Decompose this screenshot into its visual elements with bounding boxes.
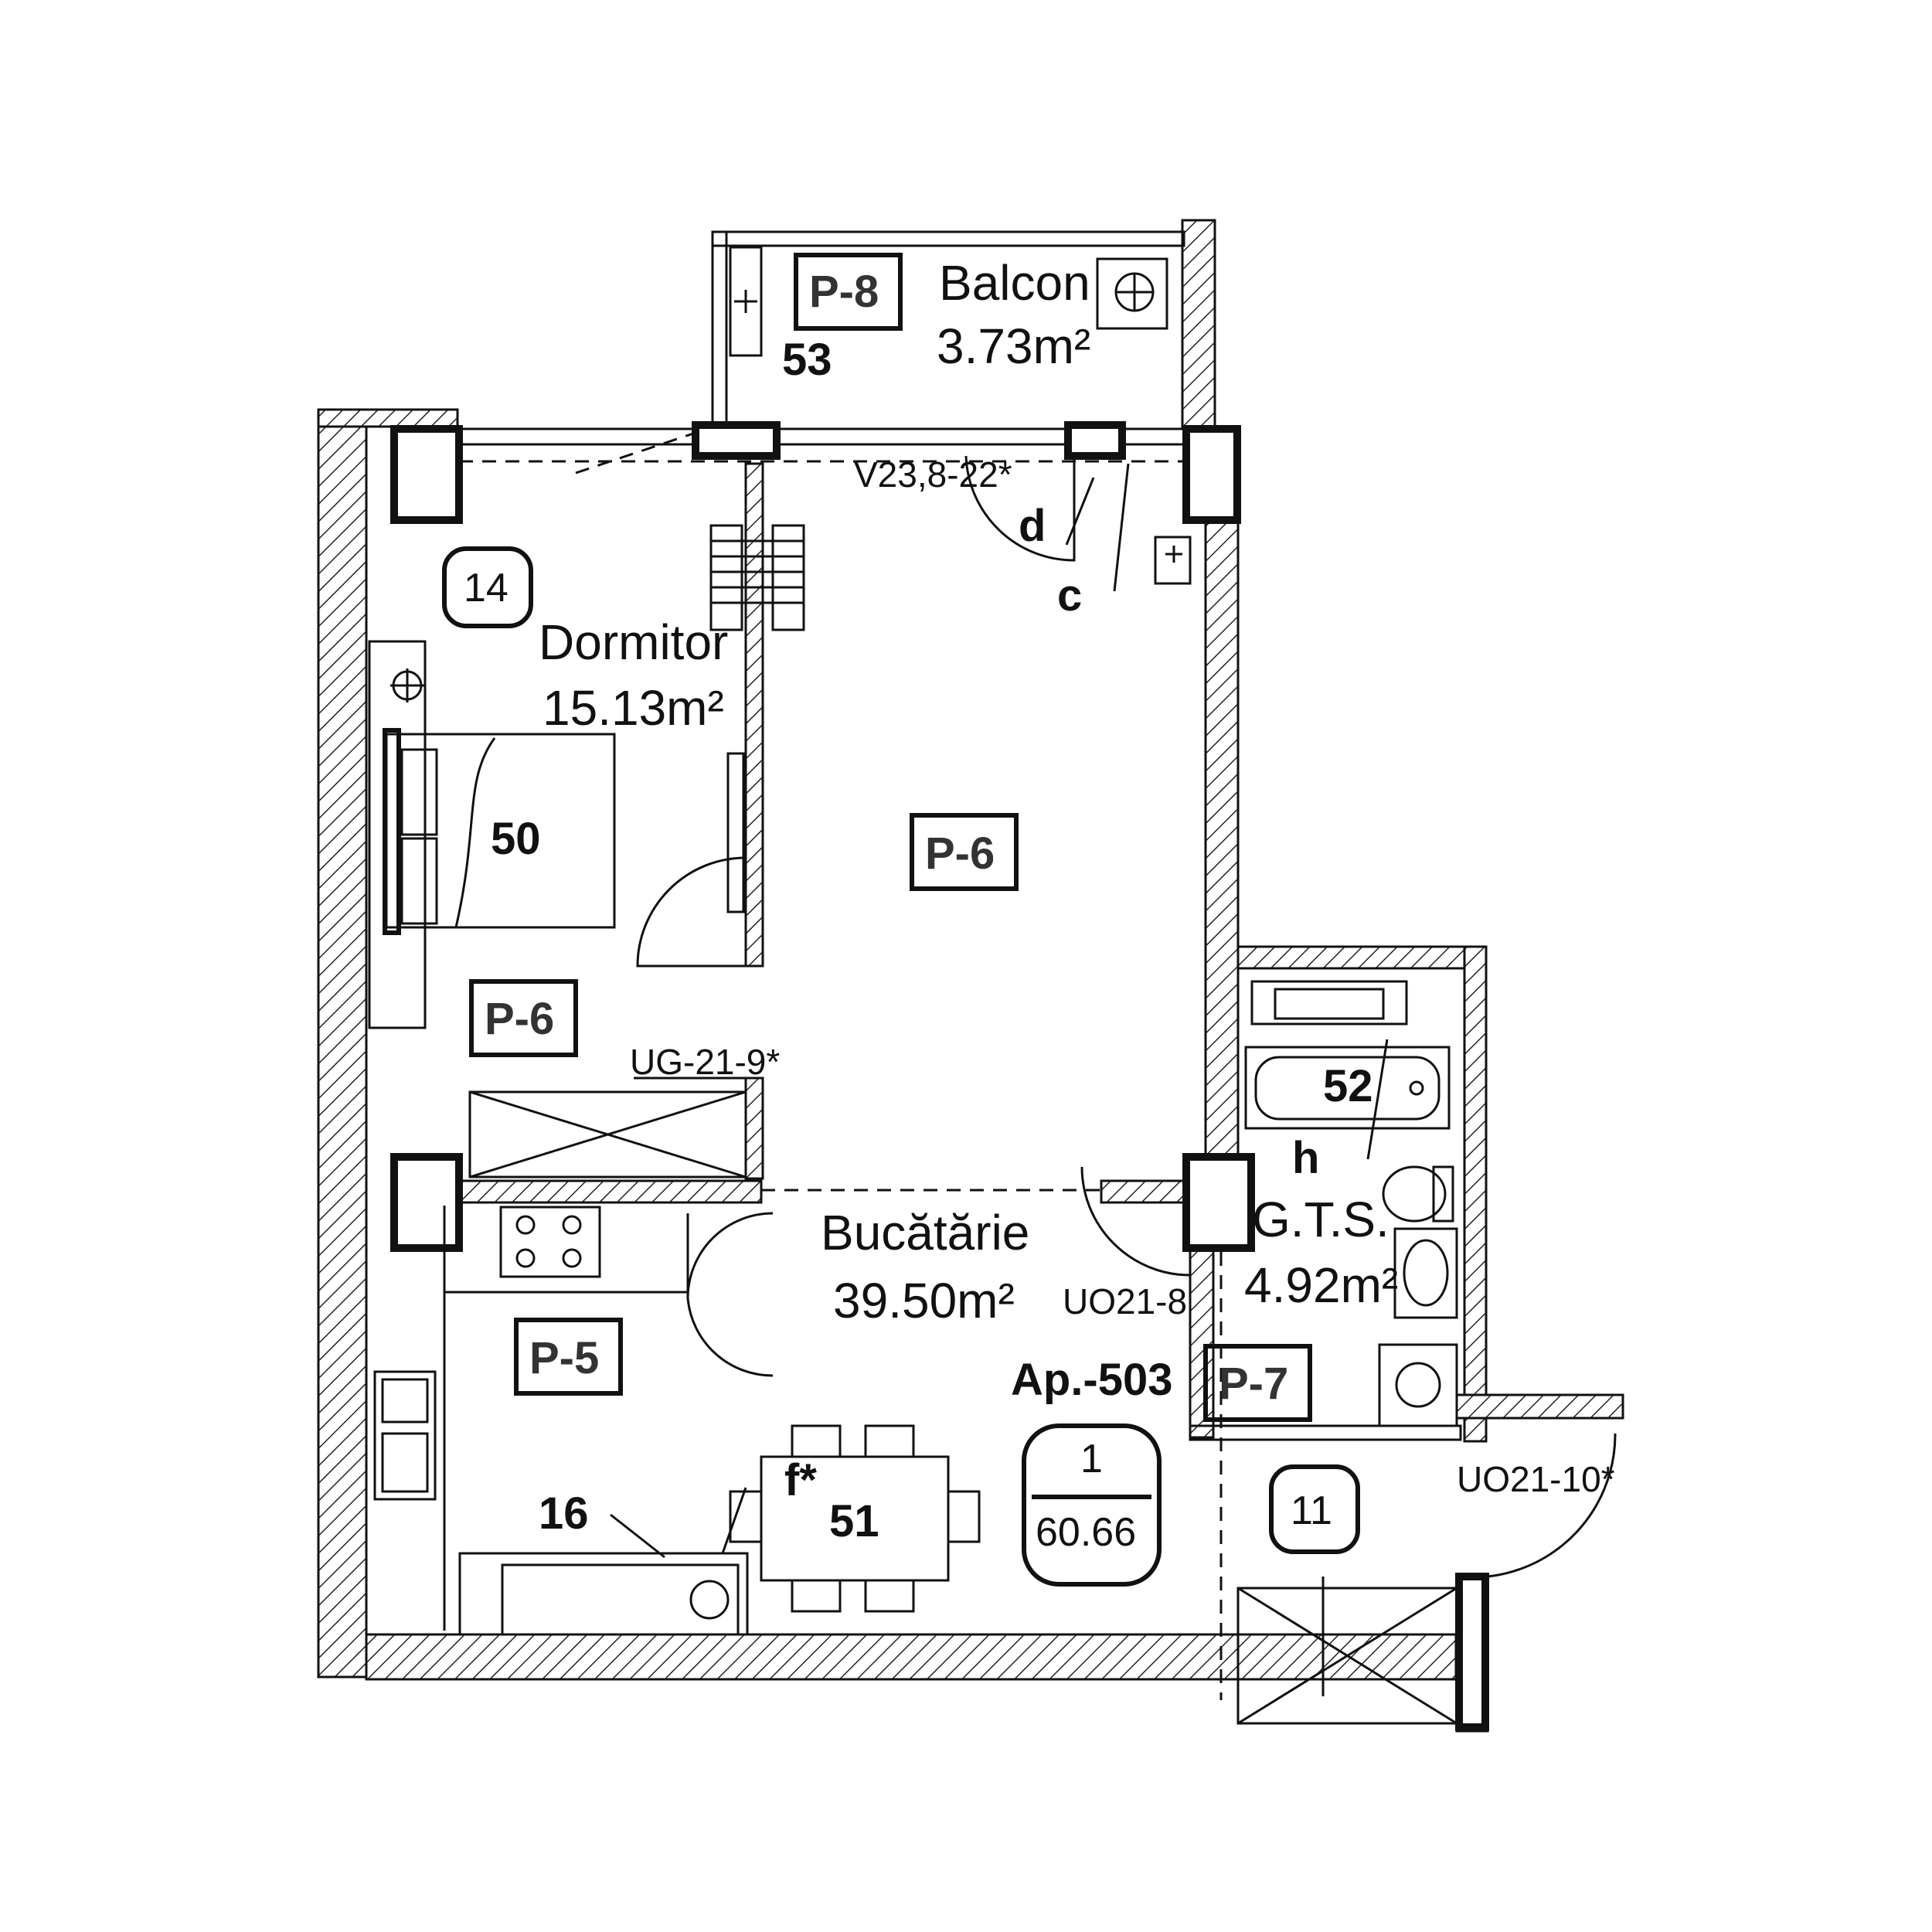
- window-mullion-right: [1064, 421, 1126, 460]
- column-entry: [1455, 1573, 1489, 1731]
- wall-bath-right: [1463, 945, 1488, 1443]
- dining-table: [729, 1424, 981, 1613]
- room-area-gts: 4.92m²: [1244, 1257, 1398, 1313]
- door-entry-swing: [1456, 1433, 1617, 1579]
- opening-door-bath: UO21-8: [1063, 1281, 1187, 1321]
- furniture: [368, 246, 1458, 1725]
- opening-door-entry: UO21-10*: [1457, 1459, 1615, 1499]
- leader-lines: [610, 463, 1389, 1696]
- balcony-parapet-top: [711, 230, 1185, 247]
- room-name-dormitor: Dormitor: [539, 614, 728, 670]
- letter-h: h: [1292, 1133, 1319, 1183]
- column-top-left: [390, 425, 463, 524]
- stove-icon: [499, 1206, 601, 1278]
- tag-p7: P-7: [1219, 1359, 1288, 1409]
- wall-left-exterior: [317, 408, 368, 1679]
- room-name-balcon: Balcon: [939, 255, 1090, 311]
- tag-p6-bedroom: P-6: [485, 994, 554, 1044]
- room-area-dormitor: 15.13m²: [543, 680, 724, 736]
- tag-p5: P-5: [529, 1333, 599, 1383]
- circle-label-14: 14: [464, 566, 509, 611]
- wall-bedroom-kitchen: [454, 1179, 763, 1204]
- wall-balcony-right: [1181, 219, 1216, 430]
- wall-bath-top: [1236, 945, 1487, 970]
- kitchen-sink-icon: [373, 1370, 437, 1501]
- apartment-label: Ap.-503: [1011, 1355, 1173, 1405]
- door-bath-swing: [1080, 1166, 1191, 1277]
- washer-icon: [1378, 1343, 1458, 1427]
- dryer-icon: [1096, 257, 1168, 330]
- door-bedroom-swing: [636, 856, 747, 968]
- hall-heater-icon: [1154, 536, 1192, 585]
- wall-top-left: [317, 408, 459, 428]
- entry-closet: [1236, 1587, 1458, 1725]
- room-area-bucatarie: 39.50m²: [833, 1273, 1015, 1328]
- window-mullion-left: [692, 421, 781, 460]
- tag-p6-living: P-6: [925, 828, 995, 879]
- plant-icon: [390, 668, 424, 702]
- walls: [317, 219, 1624, 1733]
- column-mid-left: [390, 1153, 463, 1252]
- washing-unit: [1250, 980, 1408, 1026]
- number-52: 52: [1323, 1061, 1373, 1111]
- number-51: 51: [829, 1496, 879, 1546]
- tag-boxes: [442, 253, 1360, 1587]
- bedroom-desk: [726, 752, 745, 913]
- toilet-icon: [1382, 1165, 1454, 1223]
- openings-linework: [457, 421, 1617, 1700]
- balcony-parapet-left: [711, 230, 728, 427]
- bath-sink-icon: [1393, 1227, 1458, 1319]
- bedroom-wardrobe: [468, 1090, 747, 1179]
- opening-door-bedroom: UG-21-9*: [630, 1042, 780, 1082]
- wall-bath-bottom: [1189, 1424, 1462, 1441]
- letter-d: d: [1019, 501, 1046, 551]
- letter-f: f*: [784, 1455, 817, 1505]
- opening-window-top: V23,8-22*: [854, 454, 1012, 495]
- number-50: 50: [491, 814, 541, 864]
- number-16: 16: [539, 1488, 589, 1539]
- labels: Balcon 3.73m² Dormitor 15.13m² Bucătărie…: [464, 255, 1615, 1555]
- number-53: 53: [782, 335, 832, 385]
- wall-bottom: [365, 1633, 1458, 1681]
- tag-p8: P-8: [809, 267, 879, 317]
- wall-bedroom-partition-low: [744, 1077, 764, 1180]
- door-balcony-swing: [964, 455, 1076, 562]
- wardrobe-strip: [368, 640, 427, 1029]
- bathtub: [1244, 1046, 1451, 1130]
- ac-unit-icon: [729, 246, 763, 357]
- apartment-rooms-count: 1: [1080, 1437, 1103, 1481]
- letter-c: c: [1057, 570, 1082, 621]
- wall-right-living: [1204, 431, 1240, 1207]
- apartment-total-area: 60.66: [1036, 1510, 1136, 1555]
- wall-entry-top: [1455, 1393, 1624, 1420]
- room-name-bucatarie: Bucătărie: [821, 1205, 1029, 1260]
- column-top-right: [1182, 425, 1241, 524]
- column-mid-right: [1182, 1153, 1255, 1252]
- wall-bedroom-partition: [744, 462, 764, 968]
- circle-label-11: 11: [1291, 1488, 1332, 1533]
- room-area-balcon: 3.73m²: [937, 318, 1090, 374]
- radiator-icon: [709, 524, 805, 631]
- room-name-gts: G.T.S.: [1252, 1192, 1389, 1247]
